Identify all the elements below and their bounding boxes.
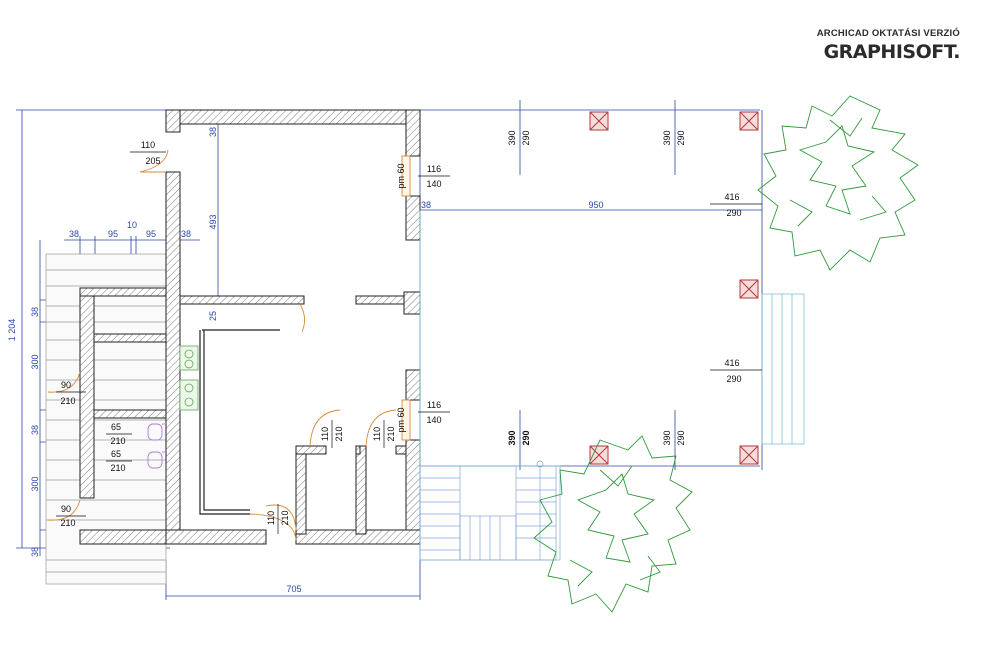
svg-text:110: 110 — [320, 427, 330, 441]
svg-text:140: 140 — [426, 415, 441, 425]
svg-text:pm 60: pm 60 — [396, 163, 406, 188]
svg-text:210: 210 — [110, 436, 125, 446]
col-290-b: 290 — [676, 130, 686, 145]
brand-edition: ARCHICAD OKTATÁSI VERZIÓ — [816, 28, 960, 39]
col-390-a: 390 — [507, 130, 517, 145]
svg-text:205: 205 — [145, 156, 160, 166]
dim-top-38-a: 38 — [69, 229, 79, 239]
svg-text:110: 110 — [372, 427, 382, 441]
column-mid — [739, 279, 759, 299]
svg-text:416: 416 — [724, 358, 739, 368]
svg-text:110: 110 — [141, 140, 155, 150]
terrace — [419, 210, 805, 561]
svg-text:290: 290 — [726, 208, 741, 218]
walls — [79, 109, 421, 545]
dim-top-38-b: 38 — [181, 229, 191, 239]
column-top-2 — [739, 111, 759, 131]
dim-top-10: 10 — [127, 220, 137, 230]
col-390-c: 390 — [507, 430, 517, 445]
col-290-c: 290 — [521, 430, 531, 445]
dim-38-side-mid: 38 — [30, 425, 40, 435]
svg-text:416: 416 — [724, 192, 739, 202]
dim-38-wall-top: 38 — [208, 127, 218, 137]
opening-labels: 110 205 pm 60 116 140 pm 60 116 140 416 … — [56, 140, 762, 534]
dim-25: 25 — [208, 311, 218, 321]
wc-fixtures — [147, 423, 166, 469]
column-bot-1 — [589, 445, 609, 465]
dim-overall-height: 1 204 — [7, 319, 17, 342]
svg-text:110: 110 — [266, 511, 276, 525]
brand-logo: GRAPHISOFT. — [823, 41, 961, 63]
door-a-label: 110 210 — [266, 504, 290, 534]
dim-950: 950 — [588, 200, 603, 210]
svg-text:116: 116 — [427, 164, 441, 174]
door-top-label: 110 205 — [130, 140, 166, 166]
windows — [401, 155, 411, 441]
col-290-d: 290 — [676, 430, 686, 445]
opening-right-top-label: 416 290 — [710, 192, 762, 218]
dim-38-terrace: 38 — [421, 200, 431, 210]
tree-top-right — [757, 95, 919, 271]
svg-text:65: 65 — [111, 422, 121, 432]
svg-text:210: 210 — [60, 518, 75, 528]
svg-text:90: 90 — [61, 504, 71, 514]
columns — [589, 111, 759, 465]
stairs — [419, 460, 557, 561]
washbasins — [179, 345, 199, 411]
door-swings — [47, 149, 397, 541]
col-390-b: 390 — [662, 130, 672, 145]
svg-text:210: 210 — [110, 463, 125, 473]
dim-top-95-a: 95 — [108, 229, 118, 239]
tree-bottom — [533, 435, 693, 613]
wc-1-label: 65 210 — [106, 422, 132, 446]
svg-text:pm 60: pm 60 — [396, 407, 406, 432]
svg-text:210: 210 — [280, 510, 290, 525]
brand-block: ARCHICAD OKTATÁSI VERZIÓ GRAPHISOFT. — [816, 28, 961, 63]
door-left-1-label: 90 210 — [56, 380, 86, 406]
column-bot-2 — [739, 445, 759, 465]
svg-text:210: 210 — [334, 426, 344, 441]
col-390-d: 390 — [662, 430, 672, 445]
inner-partition — [199, 329, 280, 515]
opening-right-mid-label: 416 290 — [710, 358, 762, 384]
dim-overall-width: 705 — [286, 584, 301, 594]
svg-text:210: 210 — [386, 426, 396, 441]
wc-2-label: 65 210 — [106, 449, 132, 473]
svg-text:90: 90 — [61, 380, 71, 390]
dim-300-a: 300 — [30, 354, 40, 369]
window-top-label: pm 60 116 140 — [396, 163, 450, 189]
svg-text:210: 210 — [60, 396, 75, 406]
svg-text:116: 116 — [427, 400, 441, 410]
dim-300-b: 300 — [30, 476, 40, 491]
dim-top-95-b: 95 — [146, 229, 156, 239]
door-left-2-label: 90 210 — [56, 504, 86, 528]
door-c-label: 110 210 — [372, 420, 396, 448]
svg-text:65: 65 — [111, 449, 121, 459]
dim-493: 493 — [208, 214, 218, 229]
column-top-1 — [589, 111, 609, 131]
svg-text:140: 140 — [426, 179, 441, 189]
svg-text:290: 290 — [726, 374, 741, 384]
dimension-texts: 1 204 38 300 38 300 38 38 95 10 95 38 38… — [7, 127, 686, 594]
dim-38-side-top: 38 — [30, 307, 40, 317]
col-290-a: 290 — [521, 130, 531, 145]
dim-38-side-bottom: 38 — [30, 547, 40, 557]
window-mid-label: pm 60 116 140 — [396, 400, 450, 433]
door-b-label: 110 210 — [320, 420, 344, 448]
